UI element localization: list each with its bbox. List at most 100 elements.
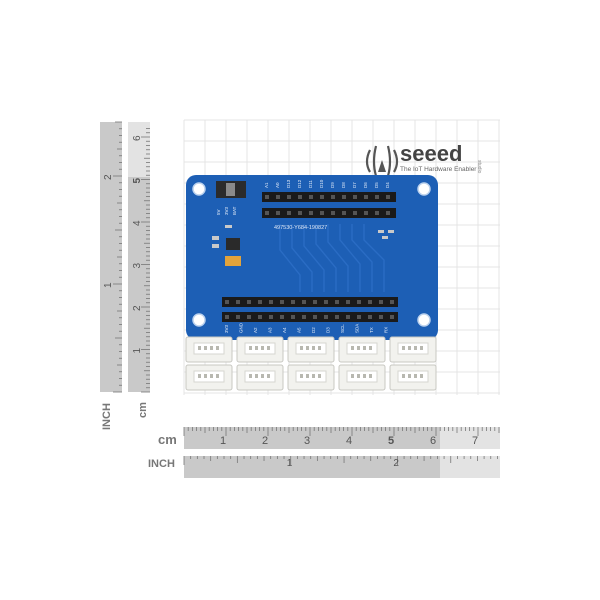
bottom-pin-header xyxy=(222,297,398,322)
header-pin xyxy=(353,195,357,199)
power-switch xyxy=(216,181,246,198)
bottom-pin-label: A4 xyxy=(282,327,287,333)
header-pin xyxy=(375,211,379,215)
header-pin xyxy=(313,315,317,319)
header-pin xyxy=(302,315,306,319)
top-pin-label: A0 xyxy=(275,182,280,188)
header-pin xyxy=(298,211,302,215)
header-pin xyxy=(357,300,361,304)
bottom-pin-label: D3 xyxy=(326,327,331,333)
grove-connector xyxy=(236,336,284,363)
header-pin xyxy=(364,211,368,215)
top-pin-label: D13 xyxy=(286,179,291,188)
vertical-inch-ruler: 2 1 INCH xyxy=(100,121,122,430)
header-pin xyxy=(379,315,383,319)
bottom-pin-label: GND xyxy=(239,322,244,333)
logo-tagline: The IoT Hardware Enabler xyxy=(400,166,477,173)
header-pin xyxy=(390,315,394,319)
header-pin xyxy=(342,211,346,215)
header-pin xyxy=(309,211,313,215)
header-pin xyxy=(258,300,262,304)
ruler-tick-label: 2 xyxy=(262,435,268,447)
top-pin-header xyxy=(262,192,396,218)
header-pin xyxy=(331,211,335,215)
logo-mark-icon xyxy=(365,145,399,177)
bottom-pin-label: SDA xyxy=(355,324,360,333)
grove-connector xyxy=(185,336,233,363)
switch-label: BAT xyxy=(232,206,237,215)
smd-components xyxy=(212,225,394,266)
header-pin xyxy=(302,300,306,304)
bottom-pin-label: A3 xyxy=(268,327,273,333)
header-pin xyxy=(276,195,280,199)
header-pin xyxy=(386,195,390,199)
bottom-pin-label: SCL xyxy=(340,324,345,333)
header-pin xyxy=(269,315,273,319)
board-silkscreen-id: 497530-Y684-190827 xyxy=(274,225,327,231)
ruler-tick-label: 4 xyxy=(132,220,143,226)
header-pin xyxy=(320,195,324,199)
bottom-pin-label: D2 xyxy=(311,327,316,333)
header-pin xyxy=(265,195,269,199)
top-pin-label: D9 xyxy=(330,182,335,188)
header-pin xyxy=(291,300,295,304)
bottom-pin-label: 3V3 xyxy=(224,324,229,333)
header-pin xyxy=(309,195,313,199)
header-pin xyxy=(379,300,383,304)
header-pin xyxy=(247,315,251,319)
board-traces xyxy=(279,224,385,292)
grove-connector xyxy=(338,364,386,391)
ruler-tick-label: 2 xyxy=(393,458,399,469)
header-pin xyxy=(298,195,302,199)
header-pin xyxy=(287,195,291,199)
bottom-pin-label: A2 xyxy=(253,327,258,333)
grove-connector xyxy=(389,336,437,363)
header-pin xyxy=(335,315,339,319)
grove-connectors xyxy=(185,336,437,391)
header-pin xyxy=(269,300,273,304)
switch-label: 3V3 xyxy=(224,206,229,215)
ruler-tick-label: 3 xyxy=(132,263,143,269)
top-pin-label: D4 xyxy=(385,182,390,188)
mounting-hole xyxy=(192,313,206,327)
header-pin xyxy=(236,300,240,304)
header-pin xyxy=(346,300,350,304)
vertical-cm-unit: cm xyxy=(137,402,149,418)
grove-connector xyxy=(338,336,386,363)
header-pin xyxy=(346,315,350,319)
ruler-tick-label: 7 xyxy=(472,435,478,447)
vertical-inch-unit: INCH xyxy=(101,403,113,430)
header-pin xyxy=(265,211,269,215)
header-pin xyxy=(368,315,372,319)
header-pin xyxy=(353,211,357,215)
ruler-tick-label: 3 xyxy=(304,435,310,447)
header-pin xyxy=(375,195,379,199)
top-pin-label: D5 xyxy=(374,182,379,188)
ruler-tick-label: 2 xyxy=(103,174,114,180)
header-pin xyxy=(291,315,295,319)
header-pin xyxy=(320,211,324,215)
top-pin-label: D8 xyxy=(341,182,346,188)
header-pin xyxy=(225,300,229,304)
ruler-tick-label: 1 xyxy=(287,458,293,469)
header-pin xyxy=(386,211,390,215)
header-pin xyxy=(390,300,394,304)
header-pin xyxy=(258,315,262,319)
top-pin-label: D12 xyxy=(297,179,302,188)
logo-name: seeed xyxy=(400,141,462,166)
header-pin xyxy=(225,315,229,319)
switch-label: 5V xyxy=(216,209,221,215)
ruler-tick-label: 4 xyxy=(346,435,352,447)
top-pin-label: D10 xyxy=(319,179,324,188)
grove-connector xyxy=(287,336,335,363)
ruler-tick-label: 1 xyxy=(103,282,114,288)
header-pin xyxy=(280,300,284,304)
ruler-tick-label: 5 xyxy=(132,178,143,184)
header-pin xyxy=(236,315,240,319)
header-pin xyxy=(324,300,328,304)
logo-small-mark: studio xyxy=(476,160,482,174)
